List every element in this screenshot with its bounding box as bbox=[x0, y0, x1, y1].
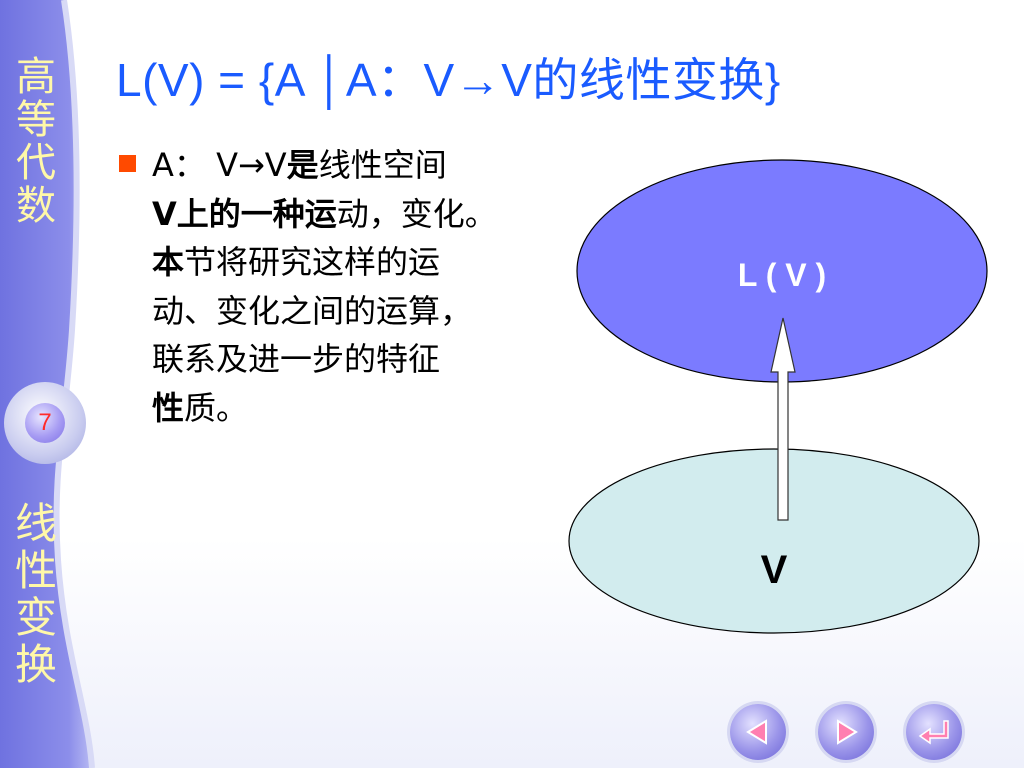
slide-title: L(V) = {A │A：V→V的线性变换} bbox=[116, 54, 781, 106]
bullet-square-icon bbox=[119, 155, 136, 172]
body-segment: 质。 bbox=[184, 388, 249, 427]
body-segment: 节将研究这样的运 bbox=[184, 243, 441, 281]
next-button[interactable] bbox=[818, 704, 874, 760]
body-segment: 动、变化之间的运算， bbox=[152, 291, 473, 330]
chapter-title: 线 性 变 换 bbox=[14, 499, 57, 689]
lv-label: L ( V ) bbox=[738, 257, 826, 293]
chapter-number: 7 bbox=[25, 403, 65, 443]
body-segment: 是 bbox=[286, 146, 319, 184]
left-arrow-icon bbox=[746, 719, 767, 745]
body-line: 性质。 bbox=[152, 384, 582, 433]
course-title: 高 等 代 数 bbox=[16, 54, 56, 229]
body-segment: 联系及进一步的特征 bbox=[152, 340, 441, 378]
chapter-badge: 7 bbox=[4, 382, 86, 464]
right-arrow-icon bbox=[837, 719, 858, 745]
space-v-ellipse bbox=[568, 448, 980, 634]
body-segment: 线性空间 bbox=[318, 146, 447, 184]
v-label: V bbox=[761, 548, 788, 592]
body-segment: A： V→V bbox=[152, 146, 287, 184]
body-segment: 性 bbox=[152, 388, 185, 427]
mapping-arrow bbox=[770, 317, 796, 521]
body-segment: V上的一种运 bbox=[152, 194, 337, 233]
body-segment: 动，变化。 bbox=[336, 194, 497, 233]
return-arrow-icon bbox=[918, 720, 949, 745]
body-line: 联系及进一步的特征 bbox=[152, 335, 582, 384]
body-line: V上的一种运动，变化。 bbox=[152, 190, 582, 239]
body-segment: 本 bbox=[152, 243, 185, 281]
body-line: A： V→V是线性空间 bbox=[152, 141, 582, 190]
body-line: 动、变化之间的运算， bbox=[152, 287, 582, 336]
return-button[interactable] bbox=[906, 704, 962, 760]
prev-button[interactable] bbox=[730, 704, 786, 760]
body-line: 本节将研究这样的运 bbox=[152, 238, 582, 287]
